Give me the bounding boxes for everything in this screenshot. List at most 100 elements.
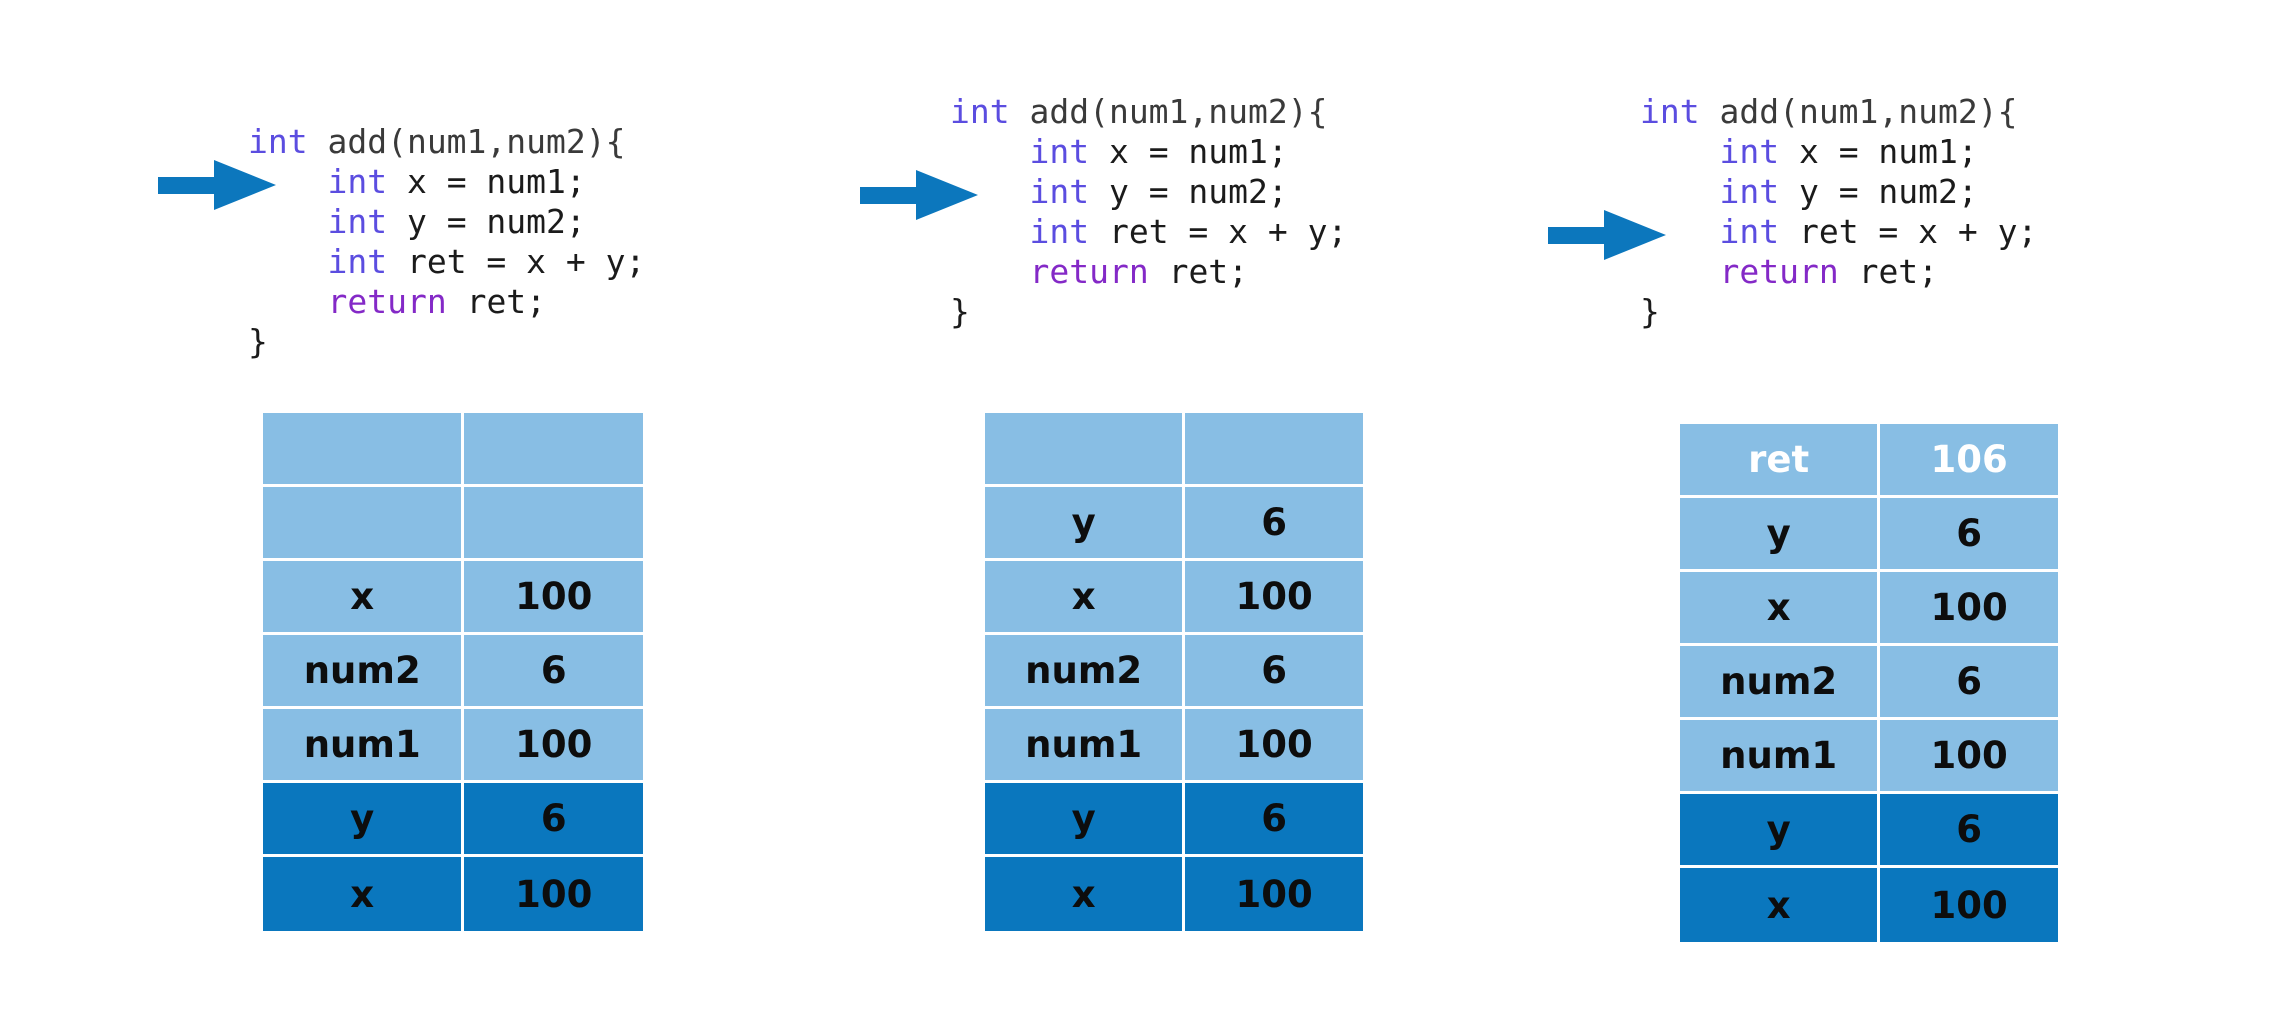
stack-variable-name: y xyxy=(985,783,1186,857)
code-text: } xyxy=(248,322,268,361)
code-text: add(num1,num2){ xyxy=(307,122,626,161)
code-line: int add(num1,num2){ xyxy=(1640,92,2037,132)
stack-variable-name: y xyxy=(1680,498,1881,572)
code-line: int add(num1,num2){ xyxy=(950,92,1347,132)
code-text: ret = x + y; xyxy=(387,242,646,281)
execution-pointer-arrow xyxy=(158,160,276,210)
stack-variable-value: 100 xyxy=(1185,857,1363,931)
stack-frame-row xyxy=(985,413,1363,487)
stack-variable-name: num2 xyxy=(263,635,465,709)
code-text: add(num1,num2){ xyxy=(1009,92,1328,131)
code-indent xyxy=(248,282,327,321)
code-text: x = num1; xyxy=(1779,132,1978,171)
code-keyword: return xyxy=(1719,252,1839,291)
code-indent xyxy=(248,242,327,281)
stack-variable-name xyxy=(263,413,465,487)
stack-variable-name: y xyxy=(1680,794,1881,868)
code-indent xyxy=(248,162,327,201)
arrow-shaft xyxy=(1548,227,1606,244)
code-indent xyxy=(1640,132,1719,171)
code-indent xyxy=(950,172,1029,211)
code-line: int add(num1,num2){ xyxy=(248,122,645,162)
trace-panel-1: int add(num1,num2){ int x = num1; int y … xyxy=(0,0,780,1031)
code-line: int ret = x + y; xyxy=(248,242,645,282)
code-keyword: int xyxy=(248,122,308,161)
stack-variable-name: num2 xyxy=(985,635,1186,709)
code-line: return ret; xyxy=(248,282,645,322)
arrow-shaft xyxy=(860,187,918,204)
code-line: int x = num1; xyxy=(950,132,1347,172)
code-text: y = num2; xyxy=(1779,172,1978,211)
code-line: return ret; xyxy=(1640,252,2037,292)
code-line: int x = num1; xyxy=(248,162,645,202)
trace-panel-3: int add(num1,num2){ int x = num1; int y … xyxy=(1430,0,2284,1031)
execution-pointer-arrow xyxy=(860,170,978,220)
code-keyword: int xyxy=(1719,212,1780,251)
stack-variable-value: 6 xyxy=(1880,498,2058,572)
code-keyword: int xyxy=(1029,172,1090,211)
code-keyword: int xyxy=(1719,132,1780,171)
arrow-shaft xyxy=(158,177,216,194)
stack-variable-name: num1 xyxy=(985,709,1186,783)
stack-variable-name: x xyxy=(263,857,465,931)
code-text: add(num1,num2){ xyxy=(1699,92,2018,131)
stack-variable-value: 100 xyxy=(1880,868,2058,942)
code-line: int x = num1; xyxy=(1640,132,2037,172)
stack-variable-value: 6 xyxy=(1185,487,1363,561)
code-text: y = num2; xyxy=(387,202,586,241)
stack-variable-value xyxy=(464,413,643,487)
code-line: int y = num2; xyxy=(950,172,1347,212)
stack-variable-name: num2 xyxy=(1680,646,1881,720)
code-line: } xyxy=(950,292,1347,332)
code-indent xyxy=(248,202,327,241)
arrow-head xyxy=(916,170,978,220)
stack-frame-row xyxy=(263,413,643,487)
stack-variable-name: y xyxy=(985,487,1186,561)
stack-variable-name: x xyxy=(985,561,1186,635)
code-text: ret = x + y; xyxy=(1089,212,1348,251)
code-line: int y = num2; xyxy=(248,202,645,242)
code-text: ret; xyxy=(1148,252,1249,291)
code-line: int ret = x + y; xyxy=(950,212,1347,252)
stack-variable-value xyxy=(1185,413,1363,487)
stack-variable-value: 6 xyxy=(1880,646,2058,720)
stack-variable-name xyxy=(263,487,465,561)
trace-panel-2: int add(num1,num2){ int x = num1; int y … xyxy=(720,0,1500,1031)
stack-variable-name: y xyxy=(263,783,465,857)
code-listing-2: int add(num1,num2){ int x = num1; int y … xyxy=(950,92,1347,332)
stack-variable-name xyxy=(985,413,1186,487)
code-line: int y = num2; xyxy=(1640,172,2037,212)
code-indent xyxy=(950,252,1029,291)
code-keyword: int xyxy=(327,242,388,281)
code-text: x = num1; xyxy=(1089,132,1288,171)
stack-variable-name: num1 xyxy=(263,709,465,783)
stack-variable-value: 6 xyxy=(464,783,643,857)
stack-variable-value: 100 xyxy=(464,857,643,931)
stack-variable-name: ret xyxy=(1680,424,1881,498)
code-indent xyxy=(950,132,1029,171)
stack-variable-value: 100 xyxy=(464,561,643,635)
code-indent xyxy=(950,212,1029,251)
code-keyword: int xyxy=(950,92,1010,131)
execution-pointer-arrow xyxy=(1548,210,1666,260)
code-text: } xyxy=(1640,292,1660,331)
stack-variable-name: x xyxy=(985,857,1186,931)
code-keyword: int xyxy=(1029,212,1090,251)
code-line: } xyxy=(1640,292,2037,332)
